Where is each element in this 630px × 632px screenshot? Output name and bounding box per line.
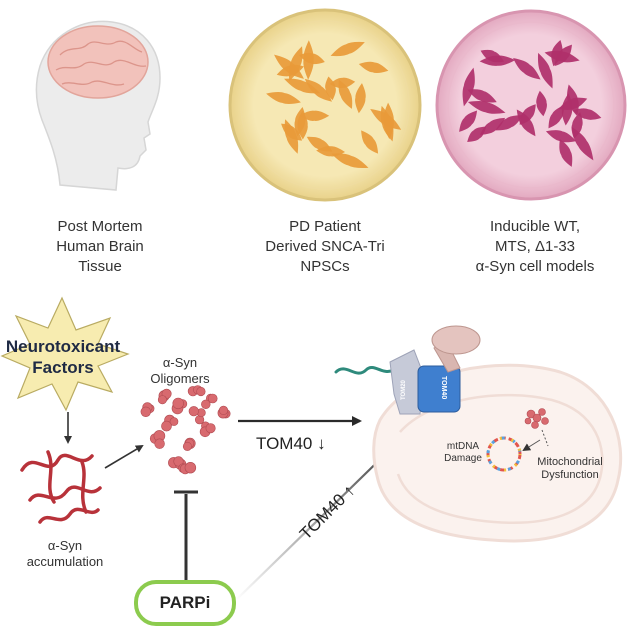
inhibition-parpi-to-oligomers [174,490,198,580]
oligomer-bead [173,456,184,467]
cell-shape [551,39,563,67]
neurotoxicant-star-icon [0,296,130,412]
cell-shape [361,130,379,154]
cell-shape [467,89,497,103]
cell-shape [561,93,573,126]
cell-shape [545,130,577,143]
oligomer-bead [218,405,229,416]
mitochondrial-dysfunction-label: Mitochondrial Dysfunction [537,456,603,481]
caption-brain-tissue: Post Mortem Human Brain Tissue [56,218,144,275]
human-head-icon [35,20,161,191]
npsc-cells-icon [266,40,402,168]
oligomer-bead [184,462,197,474]
tom20-receptor-icon [389,349,425,415]
cell-shape [266,92,301,104]
tom40-channel-icon [417,365,461,413]
accumulation-label: α-Syn accumulation [26,538,104,569]
cell-shape [467,126,487,142]
caption-npsc: PD Patient Derived SNCA-Tri NPSCs [265,218,385,275]
tom40-protein-label: TOM40 [440,376,447,399]
mtdna-damage-label: mtDNA Damage [444,441,482,464]
cell-shape [536,90,547,117]
cell-shape [316,146,346,157]
cell-shape [288,46,303,82]
cell-shape [495,115,523,131]
cell-shape [459,110,478,132]
cell-shape [572,108,602,120]
cell-shape [480,49,505,63]
cell-shape [537,52,553,89]
parpi-node: PARPi [134,580,236,626]
cell-shape [383,102,394,140]
cell-shape [281,123,303,141]
oligomer-bead [201,399,211,409]
oligomer-bead [188,406,199,417]
tom20-protein-label: TOM20 [401,379,407,400]
cell-shape [299,110,330,121]
syn-aggregate-icon [524,408,549,429]
cell-shape [304,78,332,102]
cell-shape [519,104,536,125]
neurotoxicant-label: Neurotoxicant Factors [5,337,121,377]
cell-shape [355,83,366,114]
caption-syn-models: Inducible WT, MTS, Δ1-33 α-Syn cell mode… [475,218,595,275]
cell-shape [331,153,369,168]
oligomer-bead [169,417,179,426]
cell-shape [513,58,541,80]
mtdna-ring-icon [486,436,522,472]
syn-fibril-icon [20,450,102,524]
tom40-down-label: TOM40 ↓ [256,434,326,453]
oligomer-bead [205,423,216,434]
cell-shape [467,101,506,114]
oligomer-bead [196,386,206,397]
syn-oligomer-icon [140,385,231,475]
cell-shape [548,105,565,129]
petri-dish-npsc [228,8,422,202]
arrow-dysfunction-to-mtdna [522,439,541,452]
cell-shape [571,126,594,161]
cell-shape [479,117,506,135]
syn-cells-icon [459,39,602,167]
cell-shape [330,41,365,57]
arrow-accumulation-to-oligomers [104,444,144,469]
cell-shape [325,76,336,101]
cell-shape [462,67,475,107]
oligomer-bead [154,438,165,449]
cell-shape [358,61,389,74]
oligomer-bead [140,406,152,417]
oligomer-bead [207,393,218,404]
cell-shape [559,139,573,167]
oligomer-bead [172,397,184,410]
cell-shape [554,44,572,67]
brain-icon [47,25,149,99]
oligomer-bead [161,420,172,432]
tom-complex-icon [334,325,481,415]
cell-shape [329,77,356,89]
petri-dish-syn-models [435,9,627,201]
oligomer-bead [157,395,167,405]
oligomers-label: α-Syn Oligomers [150,355,210,386]
cell-shape [303,40,314,80]
arrow-aggregate-to-dysfunction [541,429,549,447]
oligomer-bead [182,441,192,451]
